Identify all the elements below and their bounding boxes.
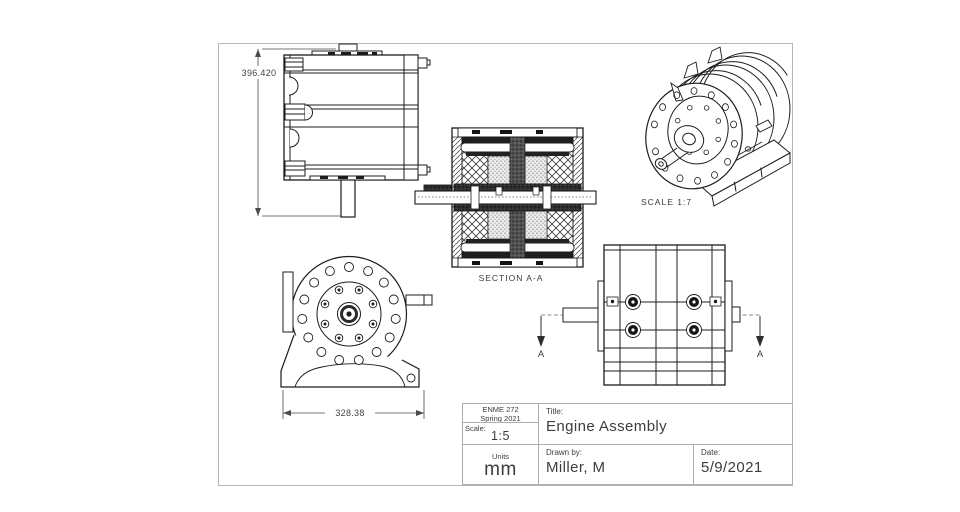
- width-dimension-text: 328.38: [335, 408, 364, 418]
- face-bolt-holes: [651, 87, 738, 185]
- section-marker-right: A: [757, 349, 764, 360]
- date-label: Date:: [701, 448, 721, 457]
- section-marker-left: A: [538, 349, 545, 360]
- section-arrow-left: [537, 316, 545, 347]
- drawn-by-value: Miller, M: [546, 459, 606, 476]
- drawn-by-label: Drawn by:: [546, 448, 583, 457]
- isometric-scale-label: SCALE 1:7: [641, 197, 692, 207]
- scale-value: 1:5: [491, 429, 510, 443]
- title-label: Title:: [546, 407, 564, 416]
- side-bolts: [625, 294, 702, 338]
- units-value: mm: [484, 459, 517, 480]
- date-value: 5/9/2021: [701, 459, 763, 476]
- drawing-title: Engine Assembly: [546, 418, 668, 435]
- outer-bolt-holes: [297, 262, 401, 365]
- title-block-units-cell: Units mm: [463, 445, 539, 484]
- section-view-label: SECTION A-A: [479, 273, 544, 283]
- units-label: Units: [491, 452, 510, 461]
- title-block-date-cell: Date: 5/9/2021: [694, 445, 792, 484]
- title-block: ENME 272 Spring 2021 Scale: 1:5 Units mm…: [462, 403, 793, 485]
- view-side: A A: [537, 244, 764, 386]
- view-section: SECTION A-A: [414, 127, 597, 283]
- inner-bolts: [320, 285, 378, 343]
- view-front-elevation: 396.420: [238, 43, 431, 218]
- title-block-scale-cell: Scale: 1:5: [463, 423, 539, 445]
- title-block-course-cell: ENME 272 Spring 2021: [463, 404, 539, 423]
- view-isometric: SCALE 1:7: [641, 46, 791, 207]
- scale-label: Scale:: [465, 424, 486, 433]
- course-term: Spring 2021: [480, 414, 521, 423]
- title-block-title-cell: Title: Engine Assembly: [539, 404, 792, 445]
- view-front-circular: 328.38: [280, 255, 433, 419]
- course-code: ENME 272: [482, 405, 519, 414]
- section-arrow-right: [756, 316, 764, 347]
- title-block-drawnby-cell: Drawn by: Miller, M: [539, 445, 694, 484]
- height-dimension-text: 396.420: [242, 68, 277, 78]
